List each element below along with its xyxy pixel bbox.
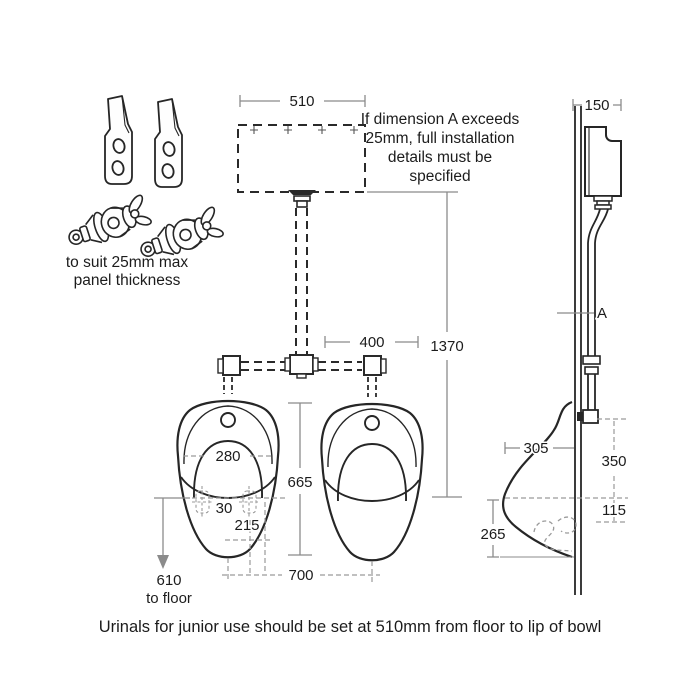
- side-dimension-lines: [487, 99, 622, 558]
- dim-bowl-centres-label: 700: [288, 567, 313, 584]
- dim-fixing-gap-label: 30: [216, 500, 233, 517]
- dim-bowl-projection-label: 305: [523, 440, 548, 457]
- floor-arrow-icon: [157, 555, 169, 569]
- urinal-bowl-front-left: [176, 399, 280, 559]
- waste-trap-hidden-outline: [533, 516, 577, 552]
- warning-note: If dimension A exceeds 25mm, full instal…: [359, 110, 521, 187]
- wall-side: [574, 106, 582, 595]
- warning-note-line3: details must be: [388, 149, 492, 166]
- dim-bowl-depth-label: 265: [480, 526, 505, 543]
- dim-cistern-width-label: 510: [289, 93, 314, 110]
- warning-note-line1: If dimension A exceeds: [361, 111, 520, 128]
- dim-outlet-drop-label: 115: [602, 502, 626, 519]
- spreader-pipework: [217, 354, 387, 397]
- hardware-note-line2: panel thickness: [74, 272, 181, 289]
- cistern-front: [237, 124, 366, 193]
- dim-overall-height-label: 1370: [430, 338, 463, 355]
- hardware-note-line1: to suit 25mm max: [66, 254, 189, 271]
- front-construction-lines: [183, 455, 380, 582]
- footer-note: Urinals for junior use should be set at …: [99, 618, 602, 636]
- fixing-bolt-right: [140, 206, 224, 257]
- urinal-bowl-side-profile: [501, 400, 573, 559]
- dim-inlet-height-label: 350: [601, 453, 626, 470]
- dim-a-label: A: [597, 305, 607, 322]
- urinal-bowl-front-right: [320, 402, 424, 562]
- fixing-bolt-icons: [68, 194, 224, 257]
- dim-bowl-height-label: 665: [287, 474, 312, 491]
- dim-outlet-offset-label: 215: [234, 517, 259, 534]
- dim-floor-height-suffix: to floor: [146, 590, 192, 607]
- fixing-bolt-left: [68, 194, 152, 245]
- wall-bracket-icons: [104, 95, 183, 188]
- dim-floor-height-label: 610: [156, 572, 181, 589]
- warning-note-line2: 25mm, full installation: [365, 130, 514, 147]
- warning-note-line4: specified: [409, 168, 470, 185]
- wall-bracket-left: [104, 95, 133, 185]
- dim-bowl-inner-width-label: 280: [215, 448, 240, 465]
- side-construction-lines: [505, 418, 628, 523]
- wall-bracket-right: [154, 98, 183, 188]
- flush-pipe-side: [577, 208, 609, 424]
- front-dimension-lines: [154, 95, 462, 556]
- fixing-hole-markers: [192, 486, 258, 518]
- dim-inlet-spread-label: 400: [359, 334, 384, 351]
- dim-cistern-depth-label: 150: [584, 97, 609, 114]
- cistern-side: [584, 126, 622, 210]
- flush-pipe-front: [288, 190, 316, 354]
